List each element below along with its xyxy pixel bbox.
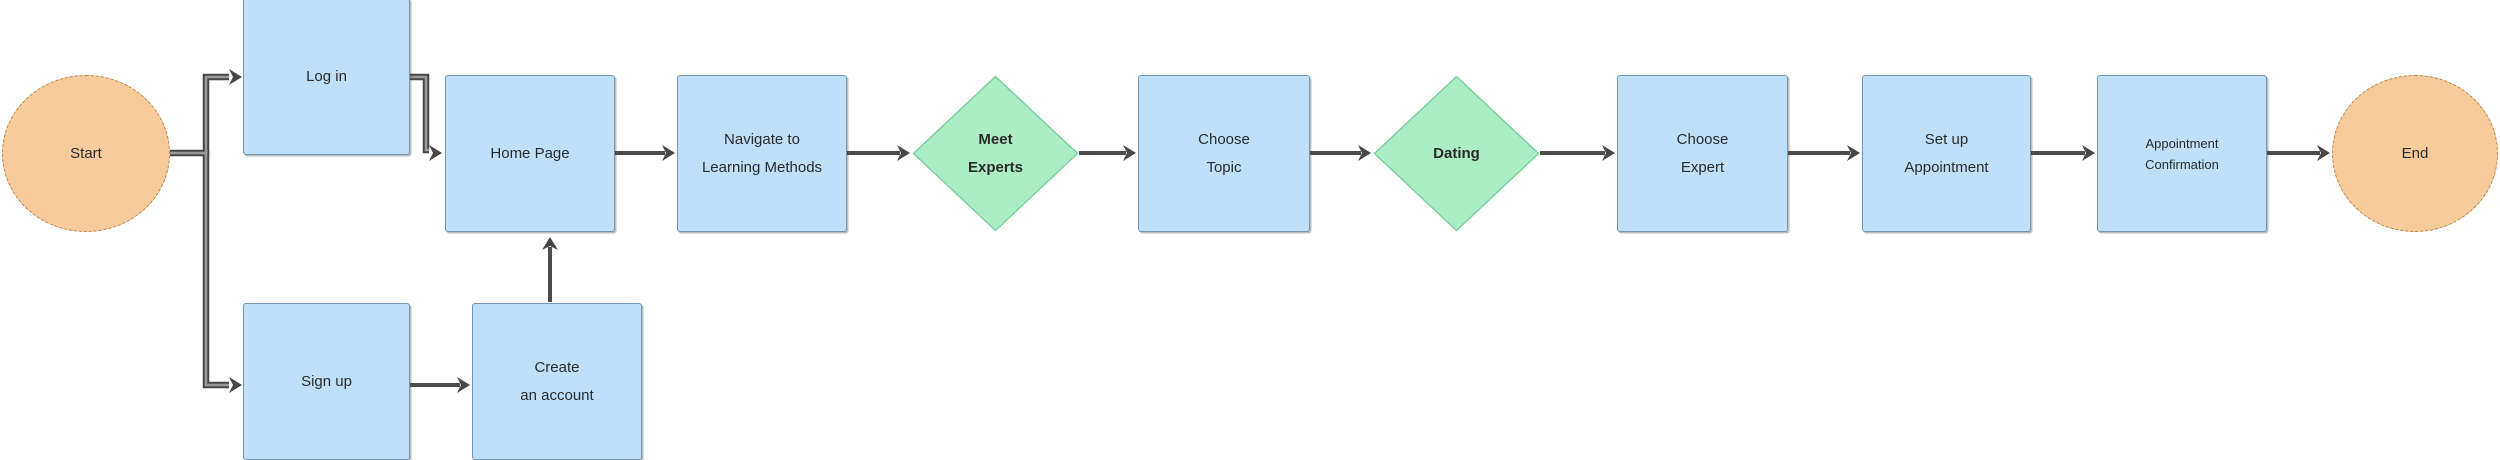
arrowhead-navigate-meet — [897, 145, 910, 161]
node-start[interactable]: Start — [2, 75, 170, 232]
node-meet-experts-label-line1: Meet — [978, 130, 1013, 148]
node-setup-appointment-label-line1: Set up — [1924, 130, 1969, 148]
edge-login-home-core — [410, 75, 429, 152]
node-appointment-confirmation-label-line1: Appointment — [2145, 135, 2219, 151]
edge-start-signup-core — [204, 150, 229, 387]
node-meet-experts-label-line2: Experts — [967, 158, 1024, 176]
node-choose-topic-label-line1: Choose — [1198, 130, 1250, 148]
diamond-shape — [912, 75, 1079, 232]
edge-start-signup — [202, 150, 229, 389]
node-appointment-confirmation[interactable]: Appointment Confirmation — [2097, 75, 2267, 232]
node-end-label: End — [2401, 144, 2429, 162]
arrowhead-signup-create — [457, 377, 470, 393]
arrowhead-start-login — [229, 69, 242, 85]
arrowhead-conf-end — [2317, 145, 2330, 161]
arrowhead-chooseexpert-setup — [1847, 145, 1860, 161]
node-sign-up-label: Sign up — [301, 372, 352, 390]
node-home-page[interactable]: Home Page — [445, 75, 615, 232]
node-meet-experts[interactable]: Meet Experts — [912, 75, 1079, 232]
arrowhead-home-navigate — [662, 145, 675, 161]
node-dating[interactable]: Dating — [1373, 75, 1540, 232]
node-choose-expert-label-line1: Choose — [1676, 130, 1729, 148]
edge-start-login — [202, 73, 229, 156]
node-choose-topic-label-line2: Topic — [1206, 158, 1242, 176]
edge-start-login-core — [204, 75, 229, 156]
arrowhead-setup-conf — [2082, 145, 2095, 161]
node-set-up-appointment[interactable]: Set up Appointment — [1862, 75, 2031, 232]
arrowhead-meet-choosetopic — [1123, 145, 1136, 161]
node-create-an-account[interactable]: Create an account — [472, 303, 642, 460]
node-home-page-label: Home Page — [490, 144, 570, 162]
arrowhead-dating-chooseexpert — [1602, 145, 1615, 161]
node-choose-expert-label-line2: Expert — [1680, 158, 1725, 176]
node-dating-label: Dating — [1433, 144, 1480, 162]
node-end[interactable]: End — [2332, 75, 2498, 232]
node-navigate-to-learning-methods[interactable]: Navigate to Learning Methods — [677, 75, 847, 232]
node-create-an-account-label-line2: an account — [520, 386, 594, 404]
node-navigate-label-line1: Navigate to — [724, 130, 800, 148]
node-log-in[interactable]: Log in — [243, 0, 410, 155]
node-choose-topic[interactable]: Choose Topic — [1138, 75, 1310, 232]
arrowhead-login-home — [429, 145, 442, 161]
node-sign-up[interactable]: Sign up — [243, 303, 410, 460]
node-log-in-label: Log in — [306, 67, 347, 85]
node-appointment-confirmation-label-line2: Confirmation — [2145, 156, 2219, 172]
node-navigate-label-line2: Learning Methods — [701, 158, 823, 176]
node-setup-appointment-label-line2: Appointment — [1904, 158, 1989, 176]
node-choose-expert[interactable]: Choose Expert — [1617, 75, 1788, 232]
arrowhead-create-home — [542, 237, 558, 250]
diamond-shape — [1373, 75, 1540, 232]
arrowhead-start-signup — [229, 377, 242, 393]
node-start-label: Start — [70, 144, 102, 162]
arrowhead-choosetopic-dating — [1358, 145, 1371, 161]
node-create-an-account-label-line1: Create — [534, 358, 580, 376]
